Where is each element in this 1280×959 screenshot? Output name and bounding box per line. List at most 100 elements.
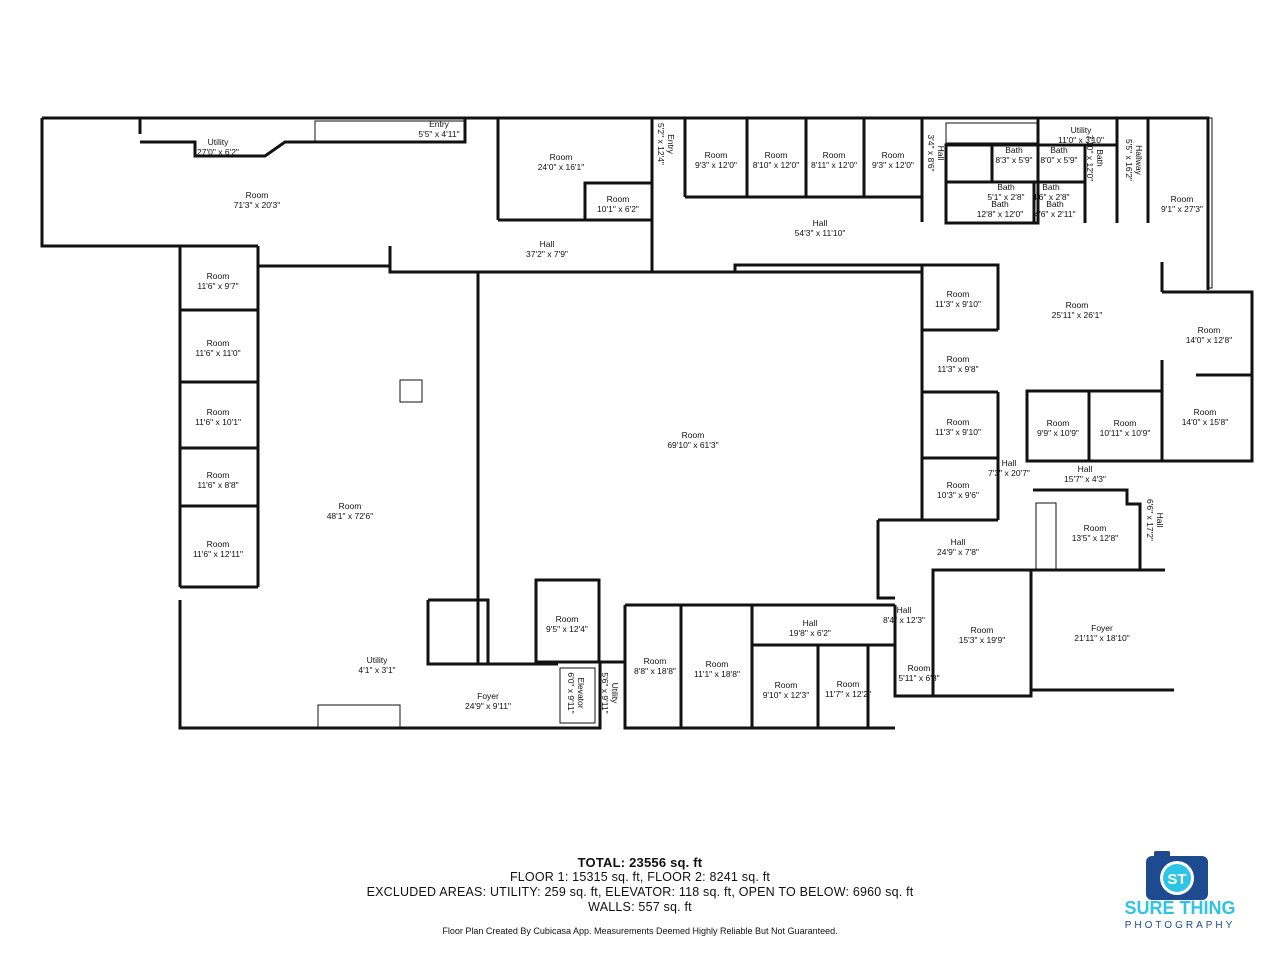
room-dimensions: 24'9" x 7'8" [937,547,979,557]
room-name: Room [1047,418,1070,428]
room-dimensions: 9'10" x 12'3" [763,690,810,700]
room-dimensions: 8'10" x 12'0" [753,160,800,170]
room-name: Room [556,614,579,624]
room-dimensions: 3'4" x 8'6" [926,134,936,171]
room-name: Room [644,656,667,666]
room-name: Room [207,407,230,417]
room-dimensions: 13'5" x 12'8" [1072,533,1119,543]
room-name: Entry [666,134,676,155]
room-name: Room [882,150,905,160]
room-name: Hall [813,218,828,228]
room-dimensions: 8'4" x 12'3" [883,615,925,625]
room-name: Room [705,150,728,160]
room-dimensions: 9'3" x 12'0" [695,160,737,170]
room-dimensions: 4'6" x 2'8" [1032,192,1069,202]
room-name: Bath [997,182,1015,192]
room-dimensions: 69'10" x 61'3" [667,440,718,450]
room-name: Elevator [576,677,586,708]
room-dimensions: 9'5" x 12'4" [546,624,588,634]
logo-monogram: ST [1167,871,1186,888]
room-dimensions: 24'9" x 9'11" [465,701,511,711]
room-dimensions: 6'6" x 17'2" [1145,499,1155,541]
room-dimensions: 7'3" x 20'7" [988,468,1030,478]
room-name: Utility [367,655,389,665]
room-dimensions: 37'2" x 7'9" [526,249,568,259]
room-dimensions: 54'3" x 11'10" [795,228,846,238]
room-dimensions: 5'5" x 4'11" [418,129,459,139]
room-name: Room [607,194,630,204]
room-dimensions: 8'11" x 12'0" [811,160,857,170]
room-name: Utility [1071,125,1093,135]
room-dimensions: 10'3" x 9'6" [937,490,979,500]
area-summary: TOTAL: 23556 sq. ft FLOOR 1: 15315 sq. f… [0,855,1280,915]
room-name: Bath [1095,149,1105,167]
room-dimensions: 5'1" x 2'8" [987,192,1024,202]
room-dimensions: 9'1" x 27'3" [1161,204,1203,214]
room-name: Room [207,338,230,348]
room-name: Hall [951,537,966,547]
room-name: Room [246,190,269,200]
room-name: Entry [429,119,450,129]
room-dimensions: 4'6" x 2'11" [1034,209,1075,219]
room-name: Hall [897,605,912,615]
room-name: Hall [1078,464,1093,474]
room-name: Room [207,271,230,281]
room-name: Room [682,430,705,440]
room-dimensions: 10'1" x 6'2" [597,204,639,214]
room-dimensions: 12'8" x 12'0" [977,209,1024,219]
room-name: Room [947,289,970,299]
room-dimensions: 11'6" x 12'11" [193,549,243,559]
room-dimensions: 11'6" x 8'8" [197,480,238,490]
room-dimensions: 8'8" x 18'8" [634,666,676,676]
room-dimensions: 5'5" x 16'2" [1124,139,1134,181]
room-dimensions: 14'0" x 12'8" [1186,335,1233,345]
room-name: Hall [936,146,946,161]
room-dimensions: 19'8" x 6'2" [789,628,831,638]
room-name: Room [947,417,970,427]
room-dimensions: 11'1" x 18'8" [694,669,740,679]
room-name: Hall [803,618,818,628]
room-name: Room [706,659,729,669]
camera-icon: ST SURE THING PHOTOGRAPHY [1124,851,1236,931]
floor-areas: FLOOR 1: 15315 sq. ft, FLOOR 2: 8241 sq.… [509,870,771,884]
room-dimensions: 11'3" x 9'10" [935,299,981,309]
room-dimensions: 4'1" x 3'1" [358,665,395,675]
room-name: Room [823,150,846,160]
walls-area: WALLS: 557 sq. ft [588,900,692,914]
room-dimensions: 21'11" x 18'10" [1074,633,1129,643]
